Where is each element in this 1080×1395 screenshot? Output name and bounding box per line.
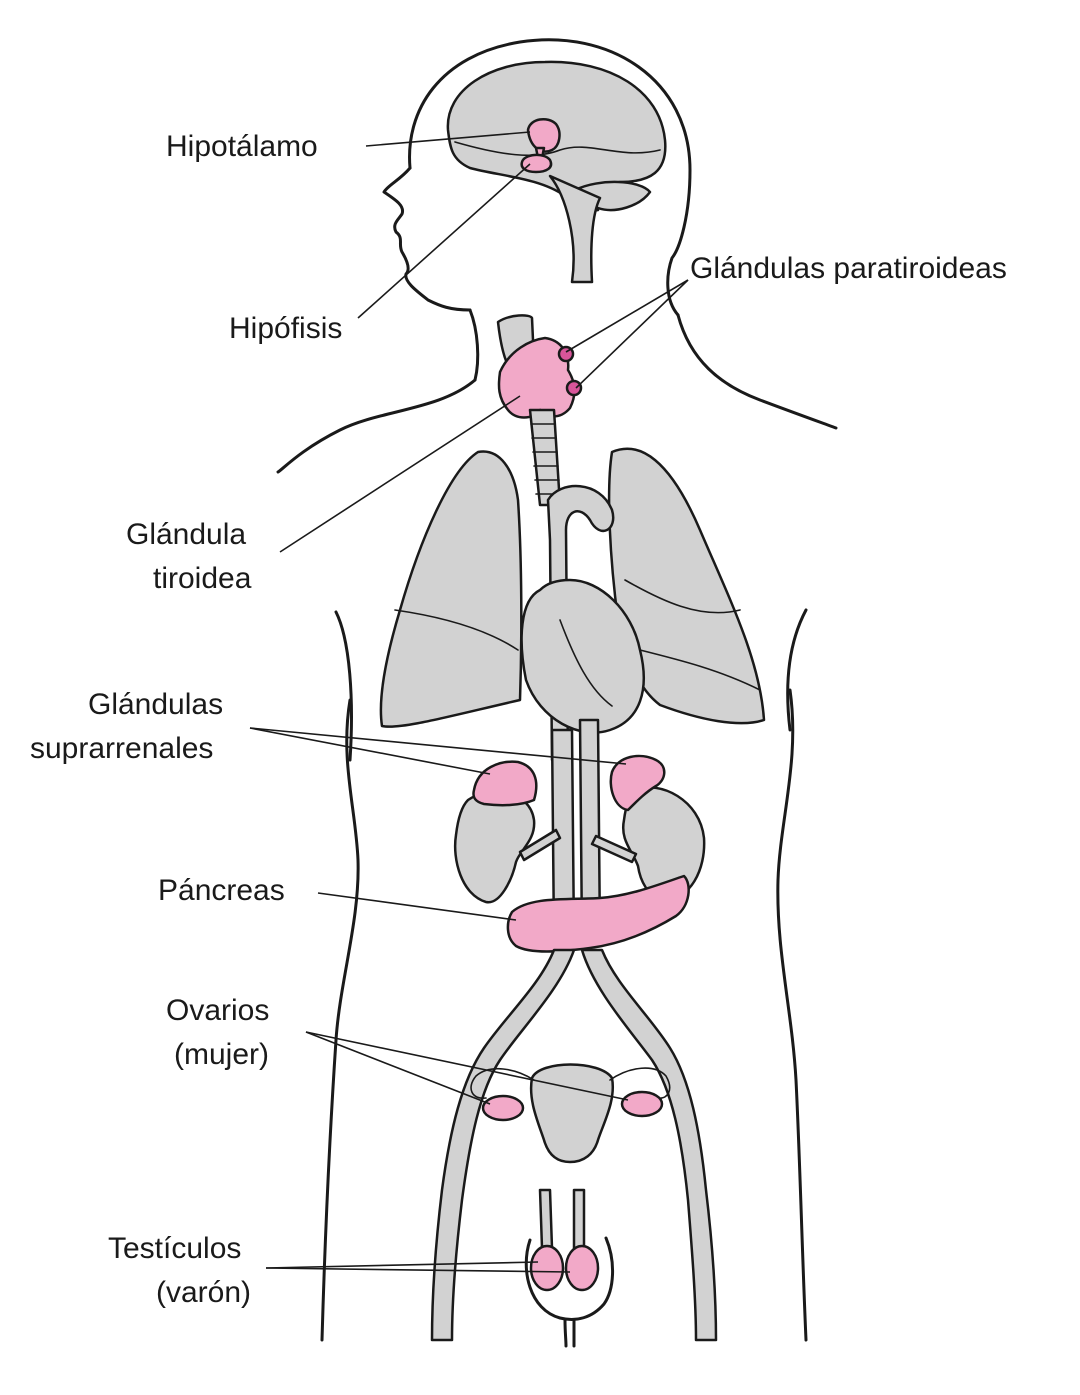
right-lung-fissure-2: [639, 649, 761, 691]
label-tiroidea-line1: Glándula: [126, 518, 246, 551]
hypothalamus-pituitary: [520, 117, 561, 174]
uterus-ovaries: [470, 1063, 671, 1164]
left-lung: [379, 450, 523, 728]
leader-testiculos-1: [265, 1261, 539, 1269]
right-torso-side: [776, 688, 808, 1342]
label-paratiroideas: Glándulas paratiroideas: [690, 252, 1007, 285]
labels: Hipotálamo Hipófisis Glándulas paratiroi…: [30, 130, 1007, 1309]
parathyroid-lower: [565, 379, 583, 397]
right-fallopian-tube: [609, 1067, 671, 1100]
left-kidney: [453, 790, 536, 904]
head-outline: [408, 38, 692, 317]
label-hipotalamo: Hipotálamo: [166, 130, 318, 163]
testes: [524, 1188, 615, 1348]
iliac-left: [430, 948, 576, 1342]
renal-vessels: [518, 828, 638, 864]
leader-hipotalamo: [365, 131, 531, 147]
scrotum-outline: [524, 1236, 615, 1321]
spermatic-cord-right: [572, 1188, 586, 1250]
leader-hipofisis: [357, 163, 531, 319]
leader-tiroidea: [279, 395, 521, 553]
face-profile: [382, 166, 472, 312]
left-shoulder: [276, 378, 477, 474]
pancreas-gland: [506, 874, 690, 953]
left-torso-side: [320, 698, 360, 1342]
label-tiroidea-line2: tiroidea: [153, 562, 252, 595]
leader-pancreas: [317, 892, 517, 921]
leader-suprarrenales-1: [249, 727, 491, 775]
heart: [520, 578, 645, 734]
uterus: [529, 1063, 615, 1164]
brainstem: [548, 174, 602, 284]
leader-ovarios-2: [305, 1031, 629, 1101]
label-ovarios-line2: (mujer): [174, 1038, 269, 1071]
left-ovary: [481, 1094, 525, 1122]
left-fallopian-tube: [470, 1067, 535, 1099]
heart-division: [559, 619, 613, 707]
right-lung-fissure: [624, 579, 741, 614]
label-pancreas: Páncreas: [158, 874, 285, 907]
iliac-vessels: [430, 948, 718, 1342]
body-outline: [276, 38, 838, 1342]
leader-paratiroideas-1: [565, 279, 689, 353]
lungs: [379, 447, 766, 728]
leader-ovarios-1: [305, 1031, 491, 1105]
label-ovarios-line1: Ovarios: [166, 994, 269, 1027]
right-shoulder: [676, 313, 838, 430]
leader-lines: [249, 131, 689, 1273]
left-lung-fissure: [394, 609, 519, 651]
label-suprarrenales-line1: Glándulas: [88, 688, 223, 721]
label-hipofisis: Hipófisis: [229, 312, 342, 345]
left-arm-inner: [334, 610, 353, 762]
left-testis: [529, 1244, 565, 1292]
right-arm-inner: [786, 608, 808, 732]
iliac-right: [580, 948, 718, 1342]
label-testiculos-line2: (varón): [156, 1276, 251, 1309]
leader-paratiroideas-2: [575, 279, 689, 389]
label-testiculos-line1: Testículos: [108, 1232, 241, 1265]
penis-outline: [563, 1318, 576, 1348]
right-adrenal-gland: [609, 754, 666, 812]
leader-suprarrenales-2: [249, 727, 627, 765]
pituitary-gland: [520, 153, 553, 174]
right-testis: [564, 1244, 600, 1292]
label-suprarrenales-line2: suprarrenales: [30, 732, 213, 765]
right-ovary: [620, 1090, 664, 1118]
kidneys: [453, 754, 706, 904]
brain-fold: [454, 141, 661, 157]
left-adrenal-gland: [472, 760, 538, 807]
neck-left: [468, 308, 480, 382]
spermatic-cord-left: [538, 1188, 554, 1250]
leader-testiculos-2: [265, 1267, 571, 1273]
brain: [446, 60, 667, 284]
heart-vessels: [520, 484, 645, 942]
right-lung: [607, 447, 766, 725]
